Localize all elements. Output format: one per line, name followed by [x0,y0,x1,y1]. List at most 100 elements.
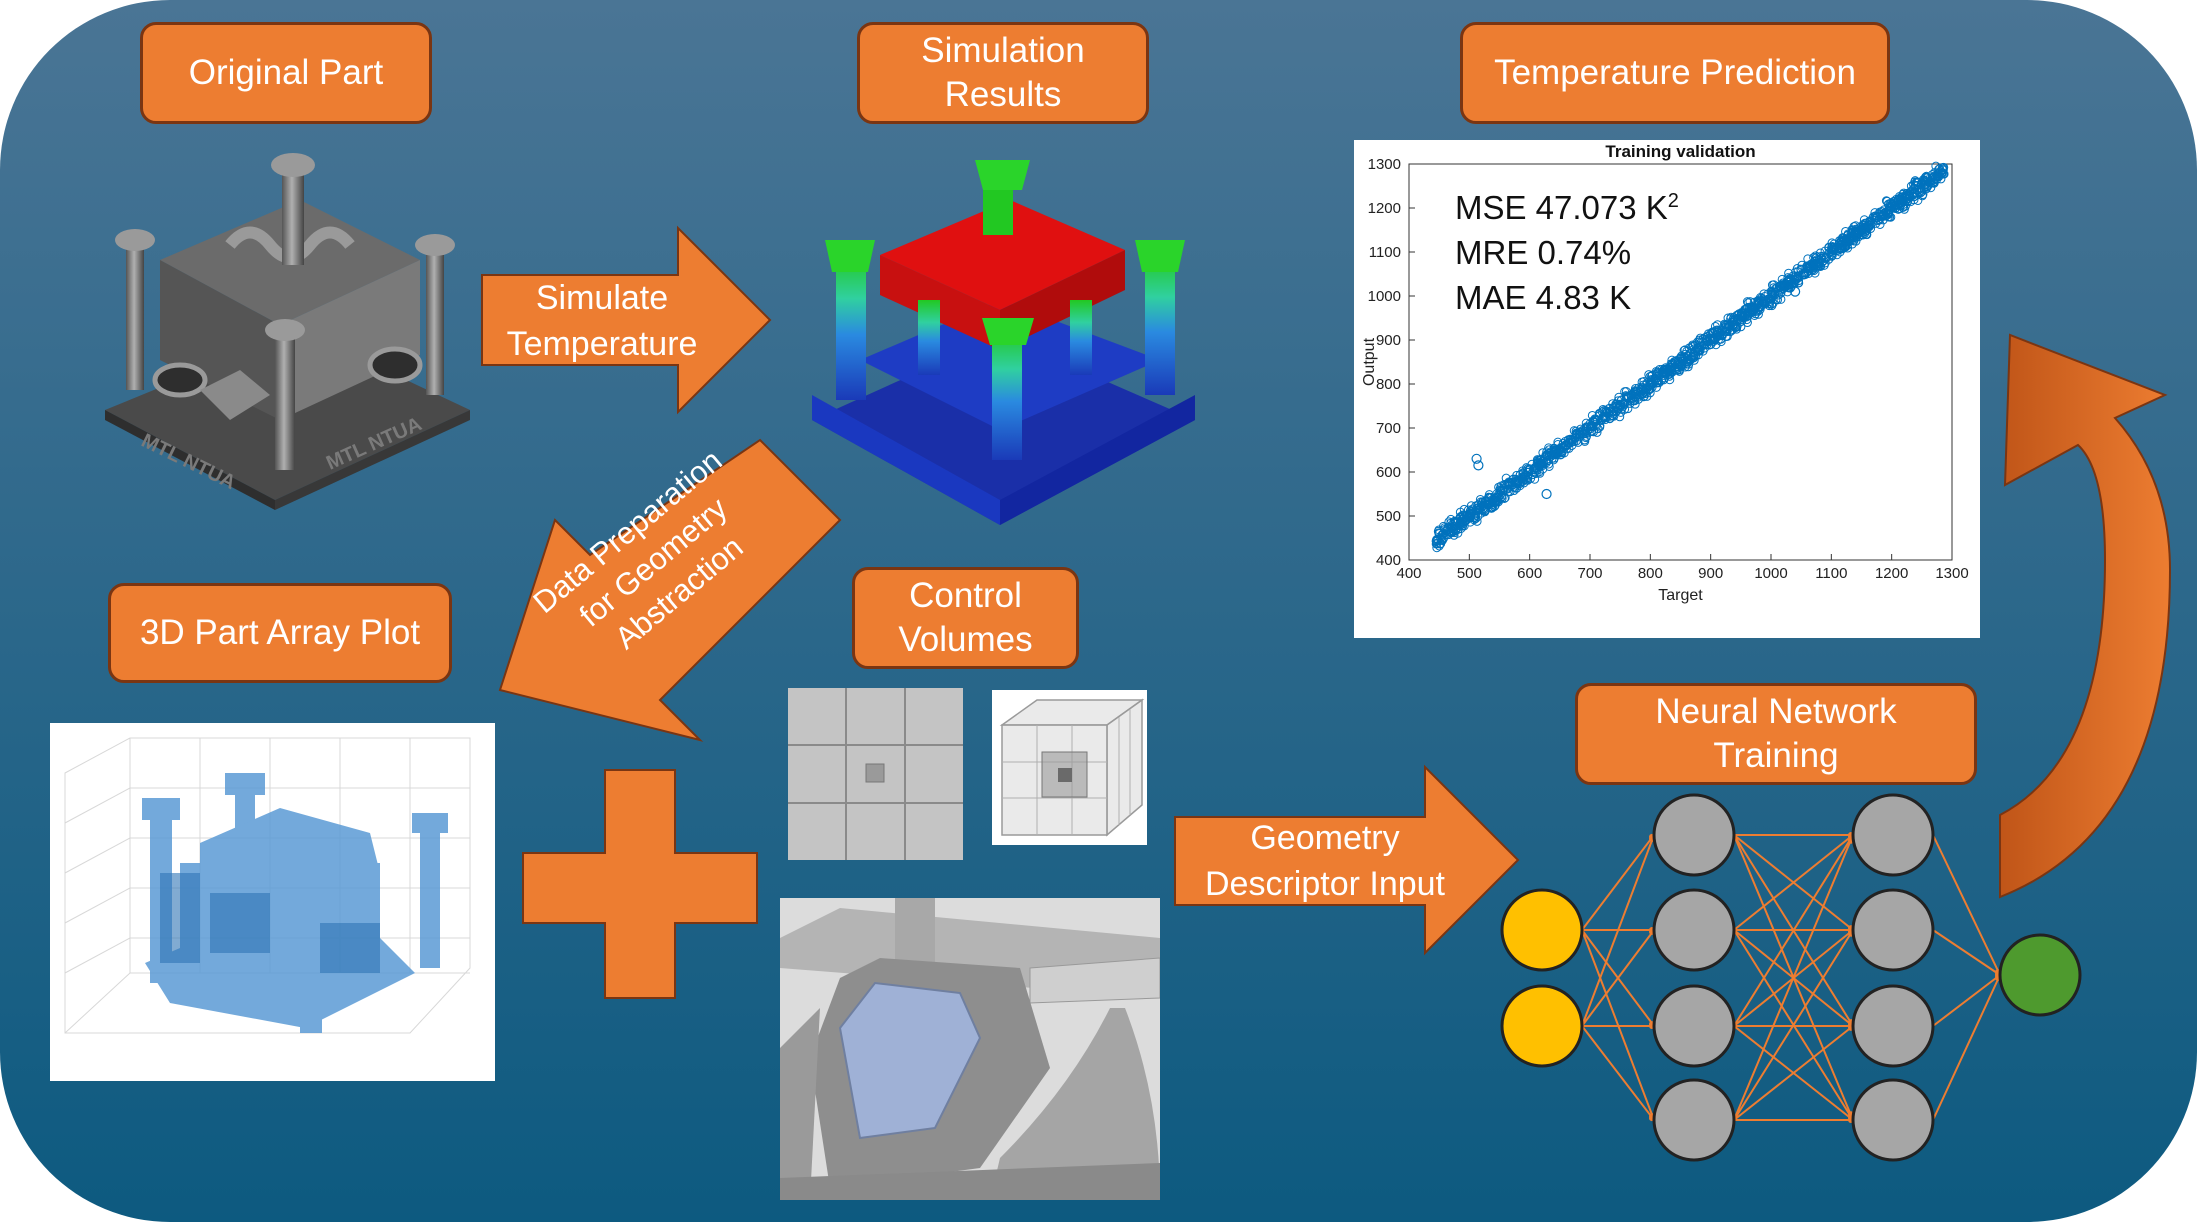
scatter-point [1484,490,1494,500]
control-volume-3d-image [992,690,1147,845]
scatter-point [1676,359,1686,369]
scatter-point [1695,333,1705,343]
scatter-point [1565,434,1575,444]
scatter-point [1861,229,1871,239]
scatter-point [1476,497,1486,507]
hidden-node-layer2 [1851,984,1935,1068]
nn-connection [1932,929,2001,976]
scatter-point [1623,404,1633,414]
scatter-point [1811,251,1821,261]
mre-metric: MRE 0.74% [1455,234,1632,271]
scatter-point [1687,353,1697,363]
scatter-point [1438,529,1448,539]
input-node [1500,984,1584,1068]
x-tick-label: 800 [1638,565,1663,582]
scatter-point [1435,539,1445,549]
scatter-point [1738,312,1748,322]
scatter-point [1449,517,1459,527]
control-volumes-label: Control Volumes [852,567,1079,669]
scatter-point [1476,500,1486,510]
plus-sign [522,769,758,999]
plot-area [1408,163,1953,561]
curved-feedback-arrow [1999,333,2172,899]
control-volume-2d-image [788,688,963,860]
scatter-point [1736,322,1746,332]
scatter-point [1487,502,1497,512]
scatter-point [1602,408,1612,418]
scatter-point [1849,234,1859,244]
x-tick-label: 1300 [1935,565,1968,582]
x-tick-label: 500 [1457,565,1482,582]
original-part-image: MTL NTUA MTL NTUA [105,153,470,510]
scatter-point [1755,293,1765,303]
hidden-node-layer2 [1851,793,1935,877]
scatter-point [1824,254,1834,264]
scatter-point [1791,267,1801,277]
scatter-point [1595,422,1605,432]
nn-connection [1733,834,1854,1121]
scatter-point [1690,346,1700,356]
scatter-point [1521,470,1531,480]
scatter-point [1766,286,1776,296]
scatter-point [1885,212,1895,222]
x-tick-label: 700 [1577,565,1602,582]
scatter-point [1459,504,1469,514]
part-array-plot-label: 3D Part Array Plot [108,583,452,683]
scatter-outlier-point [1471,453,1482,464]
scatter-point [1776,285,1786,295]
scatter-point [1608,399,1618,409]
scatter-point [1712,329,1722,339]
scatter-point [1564,438,1574,448]
y-tick-label: 400 [1376,552,1401,569]
scatter-point [1609,409,1619,419]
scatter-point [1579,426,1589,436]
scatter-point [1710,334,1720,344]
scatter-point [1651,369,1661,379]
scatter-point [1444,517,1454,527]
y-tick-label: 900 [1376,332,1401,349]
scatter-point [1550,446,1560,456]
scatter-point [1934,172,1944,182]
scatter-point [1754,302,1764,312]
scatter-point [1841,226,1851,236]
geometry-input-arrow [1174,764,1520,956]
nn-connection [1932,974,2001,1027]
scatter-point [1705,333,1715,343]
nn-connection [1581,1025,1655,1121]
scatter-point [1852,230,1862,240]
scatter-point [1776,294,1786,304]
scatter-outlier-point [1473,460,1484,471]
scatter-point [1660,365,1670,375]
scatter-point [1814,259,1824,269]
scatter-point [1575,432,1585,442]
scatter-point [1458,521,1468,531]
y-tick-label: 1100 [1369,244,1401,261]
scatter-point [1682,346,1692,356]
nn-connection [1932,974,2001,1121]
scatter-point [1703,329,1713,339]
scatter-point [1583,426,1593,436]
scatter-point [1474,500,1484,510]
x-tick-label: 400 [1396,565,1421,582]
scatter-point [1783,287,1793,297]
scatter-point [1469,513,1479,523]
scatter-point [1802,264,1812,274]
simulate-arrow-text: Simulate Temperature [506,279,698,363]
scatter-point [1504,478,1514,488]
scatter-point [1726,325,1736,335]
scatter-point [1680,345,1690,355]
nn-connection [1733,834,1854,1027]
y-tick-label: 1300 [1368,156,1401,173]
scatter-point [1693,350,1703,360]
scatter-point [1793,278,1803,288]
hidden-node-layer1 [1652,888,1736,972]
scatter-point [1651,382,1661,392]
scatter-point [1559,448,1569,458]
scatter-point [1728,317,1738,327]
scatter-point [1693,347,1703,357]
scatter-point [1932,170,1942,180]
x-tick-label: 600 [1517,565,1542,582]
scatter-point [1675,353,1685,363]
scatter-point [1742,297,1752,307]
